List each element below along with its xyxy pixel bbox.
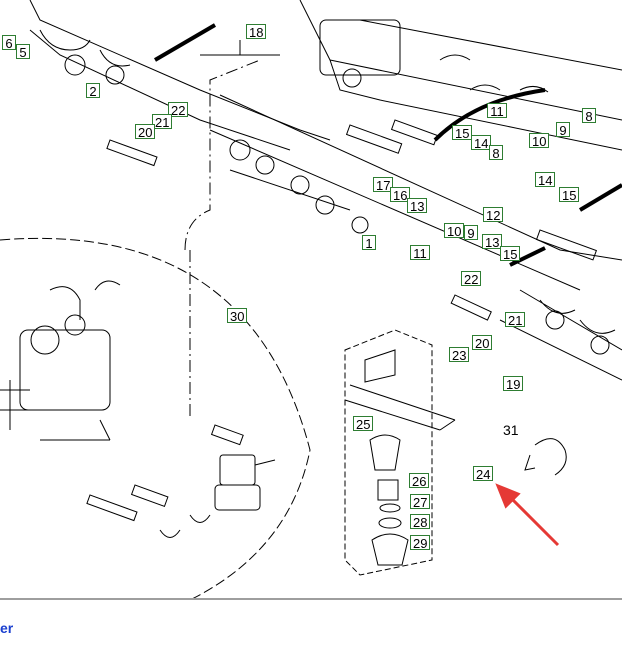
callout-15b[interactable]: 15	[559, 187, 579, 203]
pump-assembly	[0, 280, 121, 441]
boom-middle	[209, 94, 622, 291]
bottom-link[interactable]: er	[0, 620, 14, 636]
callout-9a[interactable]: 9	[556, 122, 570, 138]
callout-28[interactable]: 28	[410, 514, 430, 530]
callout-15a[interactable]: 15	[452, 125, 472, 141]
callout-22a[interactable]: 22	[168, 102, 188, 118]
callout-8a[interactable]: 8	[582, 108, 596, 124]
hose-clip-31	[524, 438, 567, 476]
boom-lower-right	[499, 289, 622, 381]
callout-27[interactable]: 27	[410, 494, 430, 510]
callout-24[interactable]: 24	[473, 466, 493, 482]
callout-21b[interactable]: 21	[505, 312, 525, 328]
bottom-divider	[0, 598, 622, 600]
callout-1[interactable]: 1	[362, 235, 376, 251]
callout-2[interactable]: 2	[86, 83, 100, 99]
callout-22b[interactable]: 22	[461, 271, 481, 287]
callout-8b[interactable]: 8	[489, 145, 503, 161]
callout-21a[interactable]: 21	[152, 114, 172, 130]
callout-13b[interactable]: 13	[482, 234, 502, 250]
callout-5[interactable]: 5	[16, 44, 30, 60]
callout-30[interactable]: 30	[227, 308, 247, 324]
callout-18[interactable]: 18	[246, 24, 266, 40]
valve-assembly	[130, 424, 276, 538]
callout-11a[interactable]: 11	[487, 103, 507, 119]
parts-exploded-diagram	[0, 0, 622, 598]
red-arrow	[495, 483, 560, 547]
callout-14b[interactable]: 14	[535, 172, 555, 188]
callout-19[interactable]: 19	[503, 376, 523, 392]
callout-16[interactable]: 16	[390, 187, 410, 203]
callout-15c[interactable]: 15	[500, 246, 520, 262]
callout-13a[interactable]: 13	[407, 198, 427, 214]
callout-14a[interactable]: 14	[471, 135, 491, 151]
callout-12[interactable]: 12	[483, 207, 503, 223]
callout-11b[interactable]: 11	[410, 245, 430, 261]
callout-26[interactable]: 26	[409, 473, 429, 489]
nozzle-body-detail	[344, 329, 456, 576]
label-31: 31	[503, 422, 519, 438]
callout-10a[interactable]: 10	[529, 133, 549, 149]
callout-9b[interactable]: 9	[464, 225, 478, 241]
callout-17[interactable]: 17	[373, 177, 393, 193]
boom-upper-left	[29, 0, 331, 151]
callout-29[interactable]: 29	[410, 535, 430, 551]
callout-23[interactable]: 23	[449, 347, 469, 363]
callout-10b[interactable]: 10	[444, 223, 464, 239]
callout-20b[interactable]: 20	[472, 335, 492, 351]
callout-6[interactable]: 6	[2, 35, 16, 51]
callout-25[interactable]: 25	[353, 416, 373, 432]
callout-20a[interactable]: 20	[135, 124, 155, 140]
